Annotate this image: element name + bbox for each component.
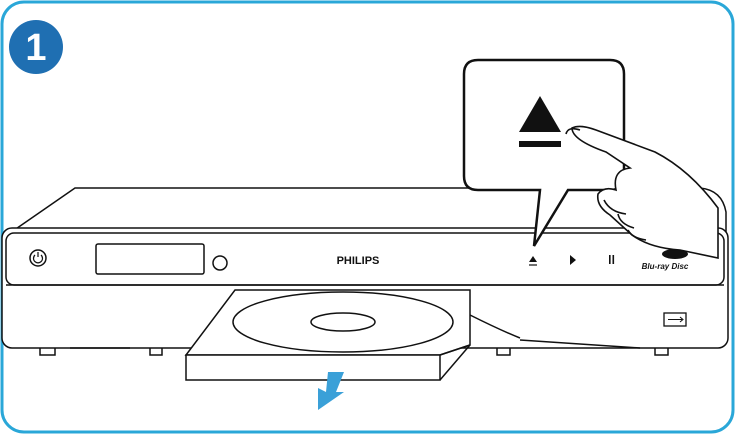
eject-icon xyxy=(519,96,561,147)
disc-hub xyxy=(310,312,376,332)
disc-logo-text: Blu-ray Disc xyxy=(642,262,689,271)
step-badge: 1 xyxy=(9,20,63,74)
tray-open-arrow xyxy=(318,372,344,410)
eject-button[interactable] xyxy=(529,256,537,266)
disc-tray xyxy=(184,289,521,381)
pause-button[interactable] xyxy=(609,255,615,264)
ir-sensor xyxy=(212,255,228,271)
power-button[interactable] xyxy=(29,249,47,267)
brand-logo: PHILIPS xyxy=(337,255,380,267)
callout-bubble xyxy=(462,58,626,247)
bluray-logo: Blu-ray Disc xyxy=(642,249,689,271)
play-button[interactable] xyxy=(570,255,576,265)
step-number: 1 xyxy=(25,27,46,69)
display-window xyxy=(95,243,205,275)
pointing-hand xyxy=(565,125,719,259)
usb-port xyxy=(663,312,687,327)
